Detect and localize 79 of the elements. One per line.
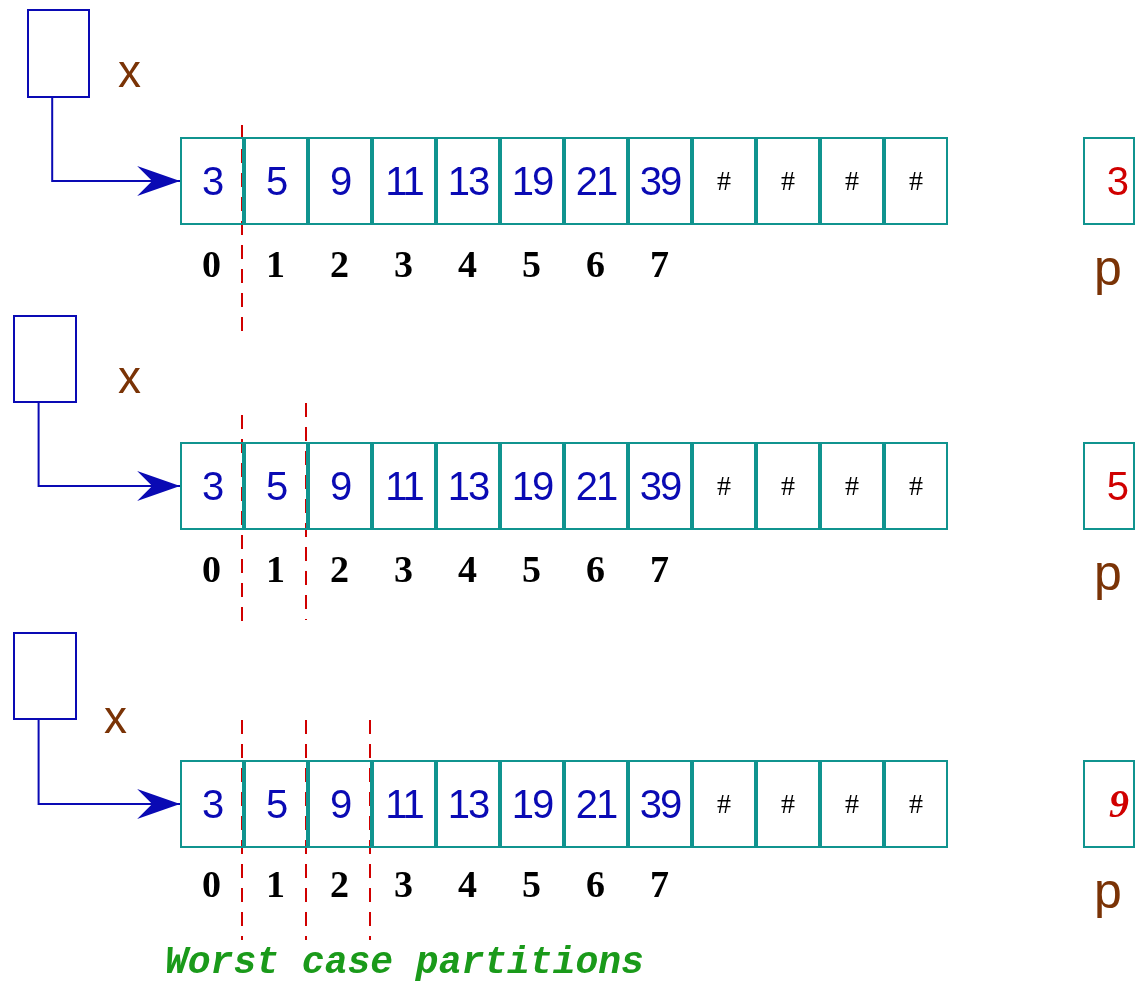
index-number: 7	[650, 245, 669, 283]
index-number: 5	[522, 245, 541, 283]
index-number: 5	[522, 550, 541, 588]
index-number: 5	[522, 865, 541, 903]
pivot-box	[1083, 760, 1135, 848]
number-cell: 3	[180, 760, 244, 848]
number-cell: 9	[308, 442, 372, 530]
empty-slot-cell: #	[820, 137, 884, 225]
index-number: 4	[458, 550, 477, 588]
pointer-box	[13, 632, 77, 720]
number-cell: 11	[372, 760, 436, 848]
index-number: 0	[202, 865, 221, 903]
empty-slot-cell: #	[756, 442, 820, 530]
number-cell: 13	[436, 442, 500, 530]
number-cell: 39	[628, 137, 692, 225]
empty-slot-cell: #	[692, 760, 756, 848]
number-cell: 3	[180, 442, 244, 530]
index-number: 3	[394, 245, 413, 283]
pointer-box	[27, 9, 90, 98]
number-cell: 39	[628, 442, 692, 530]
empty-slot-cell: #	[756, 760, 820, 848]
number-cell: 13	[436, 137, 500, 225]
number-cell: 21	[564, 760, 628, 848]
index-number: 0	[202, 245, 221, 283]
variable-name: x	[118, 354, 141, 400]
variable-name: p	[1094, 866, 1122, 916]
index-number: 7	[650, 550, 669, 588]
number-cell: 5	[244, 442, 308, 530]
index-number: 6	[586, 865, 605, 903]
index-number: 1	[266, 550, 285, 588]
number-cell: 19	[500, 760, 564, 848]
number-cell: 21	[564, 137, 628, 225]
variable-name: p	[1094, 243, 1122, 293]
number-cell: 21	[564, 442, 628, 530]
empty-slot-cell: #	[884, 442, 948, 530]
index-number: 1	[266, 865, 285, 903]
index-number: 2	[330, 865, 349, 903]
index-number: 2	[330, 550, 349, 588]
number-cell: 5	[244, 760, 308, 848]
number-cell: 11	[372, 137, 436, 225]
empty-slot-cell: #	[692, 137, 756, 225]
index-number: 4	[458, 865, 477, 903]
index-number: 3	[394, 865, 413, 903]
empty-slot-cell: #	[820, 760, 884, 848]
index-number: 3	[394, 550, 413, 588]
empty-slot-cell: #	[884, 137, 948, 225]
pivot-box	[1083, 442, 1135, 530]
empty-slot-cell: #	[692, 442, 756, 530]
number-cell: 9	[308, 760, 372, 848]
number-cell: 19	[500, 442, 564, 530]
index-number: 1	[266, 245, 285, 283]
index-number: 4	[458, 245, 477, 283]
number-cell: 19	[500, 137, 564, 225]
empty-slot-cell: #	[756, 137, 820, 225]
caption-text: Worst case partitions	[165, 944, 644, 982]
pivot-value: 3	[1106, 161, 1129, 201]
number-cell: 9	[308, 137, 372, 225]
pointer-box	[13, 315, 77, 403]
empty-slot-cell: #	[884, 760, 948, 848]
index-number: 2	[330, 245, 349, 283]
pivot-value: 9	[1109, 784, 1129, 824]
variable-name: x	[104, 694, 127, 740]
arrow	[51, 97, 181, 196]
index-number: 6	[586, 550, 605, 588]
empty-slot-cell: #	[820, 442, 884, 530]
index-number: 6	[586, 245, 605, 283]
index-number: 0	[202, 550, 221, 588]
arrow	[37, 719, 181, 819]
number-cell: 39	[628, 760, 692, 848]
variable-name: p	[1094, 548, 1122, 598]
pivot-box	[1083, 137, 1135, 225]
number-cell: 5	[244, 137, 308, 225]
variable-name: x	[118, 48, 141, 94]
index-number: 7	[650, 865, 669, 903]
arrow	[37, 402, 181, 501]
number-cell: 11	[372, 442, 436, 530]
number-cell: 13	[436, 760, 500, 848]
pivot-value: 5	[1106, 466, 1129, 506]
number-cell: 3	[180, 137, 244, 225]
